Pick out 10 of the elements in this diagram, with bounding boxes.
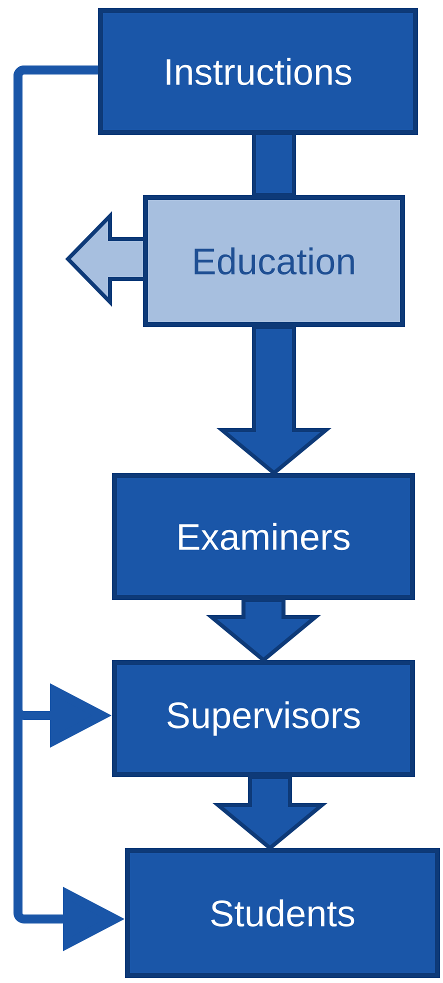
arrow bbox=[212, 775, 328, 851]
arrow bbox=[206, 598, 322, 663]
process-box: Supervisors bbox=[112, 660, 415, 777]
process-box: Instructions bbox=[98, 8, 418, 135]
arrow bbox=[216, 325, 332, 476]
process-box: Education bbox=[143, 195, 405, 327]
arrow bbox=[65, 211, 145, 307]
process-box: Students bbox=[125, 848, 440, 978]
arrow bbox=[252, 133, 296, 197]
process-box: Examiners bbox=[112, 473, 415, 600]
